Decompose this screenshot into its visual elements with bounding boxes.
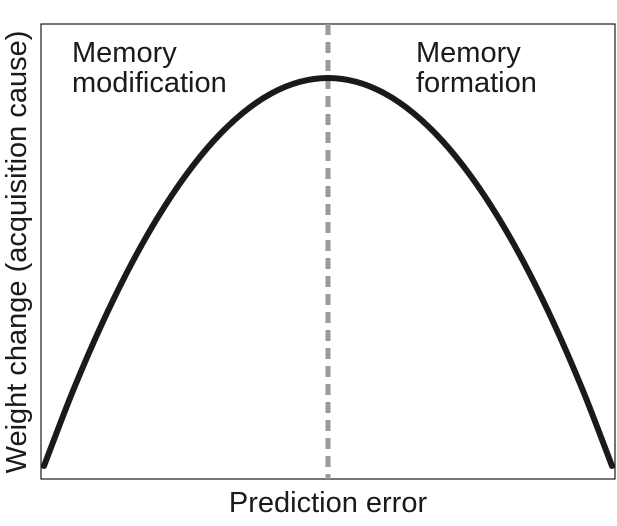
annotation-left-line-1: Memory — [72, 37, 177, 69]
annotation-left-line-2: modification — [72, 67, 227, 99]
x-axis-label: Prediction error — [229, 487, 428, 519]
annotation-right-line-1: Memory — [416, 37, 521, 69]
annotation-memory-modification: Memory modification — [72, 37, 227, 99]
y-axis-label: Weight change (acquisition cause) — [1, 31, 33, 474]
annotation-memory-formation: Memory formation — [416, 37, 537, 99]
series-line — [41, 75, 615, 469]
annotation-right-line-2: formation — [416, 67, 537, 99]
